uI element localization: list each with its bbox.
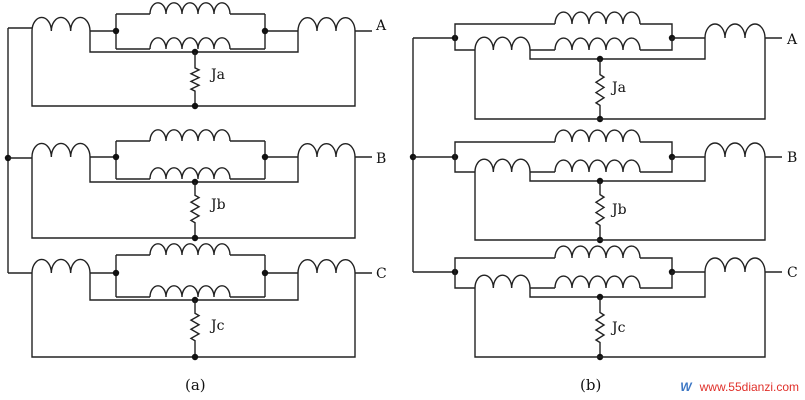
wire	[454, 272, 475, 289]
junction-dot	[191, 353, 199, 361]
parallel-inductor-upper	[554, 245, 641, 259]
parallel-inductor-upper	[149, 243, 231, 256]
parallel-inductor-upper	[149, 2, 231, 15]
terminal-label-b-C: C	[787, 265, 798, 281]
junction-dot	[261, 269, 269, 277]
outer-loop	[474, 272, 766, 358]
wire	[640, 23, 673, 38]
parallel-inductor-lower	[149, 37, 231, 50]
parallel-inductor-lower	[554, 37, 641, 51]
resistor-label-b-Jb: Jb	[610, 202, 627, 218]
wire	[640, 157, 673, 173]
junction-dot	[112, 27, 120, 35]
junction-dot	[261, 27, 269, 35]
parallel-inductor-lower	[554, 159, 641, 173]
resistor-label-a-Jb: Jb	[209, 197, 226, 213]
wire	[454, 157, 475, 173]
outer-loop	[31, 31, 356, 107]
series-inductor-right	[704, 142, 766, 158]
parallel-inductor-lower	[149, 167, 231, 180]
resistor-zigzag	[594, 310, 606, 345]
series-inductor-right	[704, 23, 766, 39]
junction-dot	[191, 102, 199, 110]
watermark-url: www.55dianzi.com	[699, 380, 799, 394]
panel-b-circuit	[409, 11, 782, 361]
panel-a-circuit	[4, 2, 372, 361]
series-inductor-right	[297, 143, 356, 158]
resistor-zigzag	[594, 192, 606, 228]
parallel-inductor-lower	[149, 285, 231, 298]
series-inductor-right	[297, 17, 356, 32]
junction-dot	[261, 153, 269, 161]
wire	[454, 257, 555, 272]
outer-loop	[31, 273, 356, 358]
wire	[454, 38, 475, 51]
wire	[454, 141, 555, 157]
outer-loop	[474, 157, 766, 241]
series-inductor-left	[31, 16, 91, 32]
resistor-zigzag	[189, 311, 201, 343]
wire	[640, 257, 673, 272]
resistor-label-b-Jc: Jc	[610, 320, 626, 336]
parallel-inductor-lower	[554, 275, 641, 289]
series-inductor-left	[474, 158, 531, 173]
resistor-zigzag	[189, 193, 201, 225]
junction-dot	[112, 153, 120, 161]
wire	[640, 272, 673, 289]
terminal-label-b-B: B	[787, 150, 797, 166]
inner-loop	[529, 157, 706, 182]
resistor-label-b-Ja: Ja	[610, 80, 626, 96]
outer-loop	[474, 38, 766, 120]
terminal-label-a-B: B	[376, 151, 386, 167]
terminal-label-a-C: C	[376, 266, 387, 282]
watermark-logo: W	[680, 380, 692, 394]
wire	[640, 141, 673, 157]
junction-dot	[112, 269, 120, 277]
caption-a: (a)	[185, 376, 206, 394]
inner-loop	[529, 38, 706, 60]
series-inductor-right	[704, 257, 766, 273]
inner-loop	[529, 272, 706, 298]
caption-b: (b)	[580, 376, 601, 394]
resistor-zigzag	[594, 72, 606, 108]
wire	[454, 23, 555, 38]
wire	[640, 38, 673, 51]
terminal-label-a-A: A	[375, 18, 387, 34]
parallel-inductor-upper	[149, 129, 231, 142]
junction-dot	[191, 234, 199, 242]
series-inductor-left	[31, 142, 91, 158]
series-inductor-left	[474, 274, 531, 289]
series-inductor-left	[31, 258, 91, 274]
resistor-zigzag	[189, 66, 201, 93]
series-inductor-left	[474, 36, 531, 51]
series-inductor-right	[297, 259, 356, 274]
parallel-inductor-upper	[554, 11, 641, 25]
parallel-inductor-upper	[554, 129, 641, 143]
resistor-label-a-Ja: Ja	[209, 67, 225, 83]
terminal-label-b-A: A	[786, 32, 798, 48]
resistor-label-a-Jc: Jc	[209, 318, 225, 334]
